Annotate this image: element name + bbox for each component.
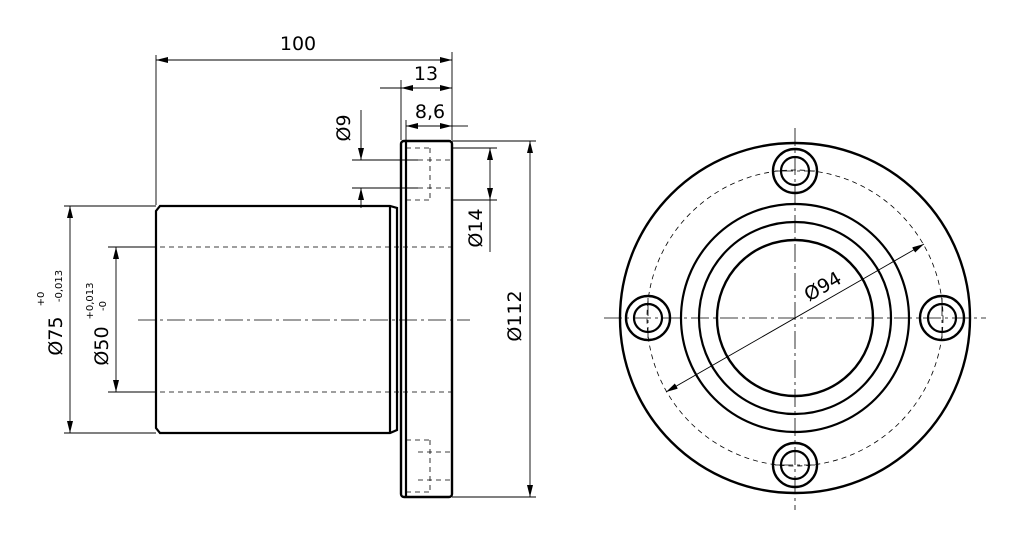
flange-outer-circle [618,141,972,495]
dim-flange-width-label: 13 [414,63,438,85]
dim-counterbore-label: Ø14 [465,208,487,247]
front-view: Ø94 [604,128,986,510]
dim-flange-inner-label: 8,6 [415,101,445,123]
dim-length-label: 100 [280,33,316,55]
hole-center-marks [647,170,943,466]
dim-hole-label: Ø9 [333,114,355,141]
dim-bore-tol-lower: -0 [98,301,109,311]
dim-outer-tol-upper: +0 [36,292,47,307]
counterbore-top-hidden [406,147,452,201]
dim-bolt-circle-label: Ø94 [801,267,846,306]
side-view: 100 13 8,6 Ø9 Ø14 Ø112 Ø75 +0 -0,013 Ø50… [36,33,536,499]
counterbore-bottom-hidden [406,439,452,493]
dim-bore-dia-label: Ø50 [91,326,113,365]
dim-outer-dia-label: Ø75 [45,316,67,355]
dim-bore-tol-upper: +0,013 [85,282,96,319]
dim-outer-tol-lower: -0,013 [54,270,65,302]
cylinder-body [154,204,399,435]
dim-flange-dia-label: Ø112 [504,290,526,341]
dim-line-bolt-circle [665,243,925,393]
flange [399,139,454,499]
bolt-circle [646,169,944,467]
